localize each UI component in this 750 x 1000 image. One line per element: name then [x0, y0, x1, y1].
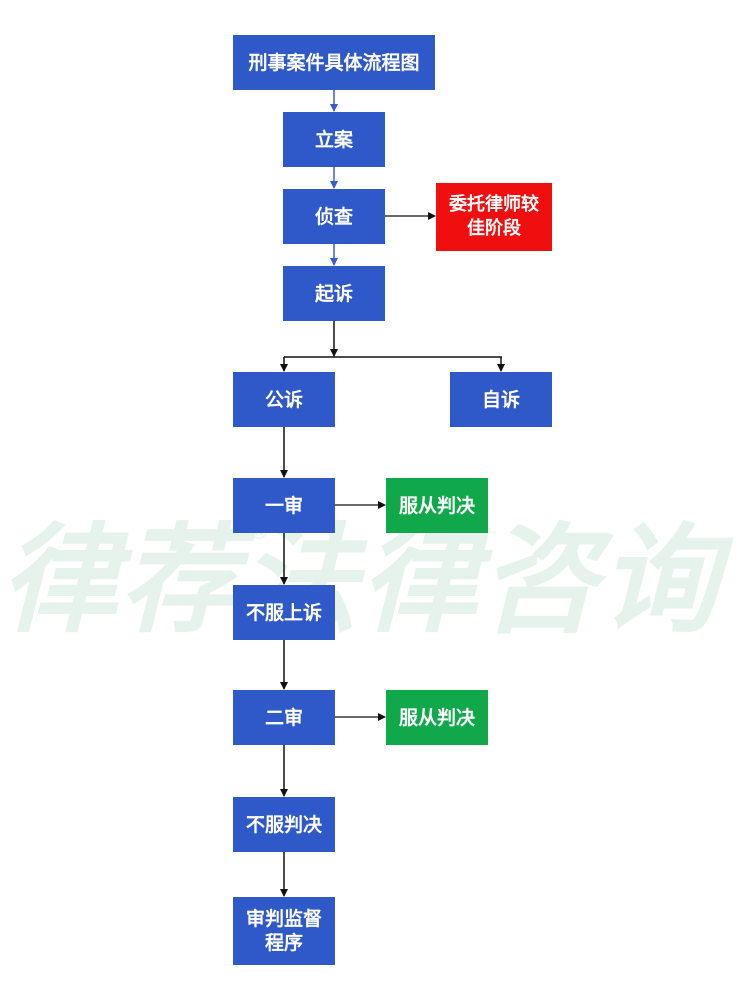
node-fucong-panjue-2: 服从判决 [386, 690, 488, 745]
watermark-text: 律荐法律咨询 [0, 511, 721, 649]
node-weituo-lawyer: 委托律师较 佳阶段 [436, 183, 552, 251]
node-zisu: 自诉 [450, 372, 552, 427]
node-ershen: 二审 [233, 690, 335, 745]
node-yishen: 一审 [233, 478, 335, 533]
node-zhencha: 侦查 [283, 189, 385, 244]
node-title: 刑事案件具体流程图 [233, 35, 435, 90]
node-bufu-panjue: 不服判决 [233, 797, 335, 852]
node-gongsu: 公诉 [233, 372, 335, 427]
node-lian: 立案 [283, 112, 385, 167]
node-qisu: 起诉 [283, 266, 385, 321]
node-shenpan-jiandu: 审判监督 程序 [233, 897, 335, 965]
node-bufu-shangsu: 不服上诉 [233, 585, 335, 640]
node-fucong-panjue-1: 服从判决 [386, 478, 488, 533]
